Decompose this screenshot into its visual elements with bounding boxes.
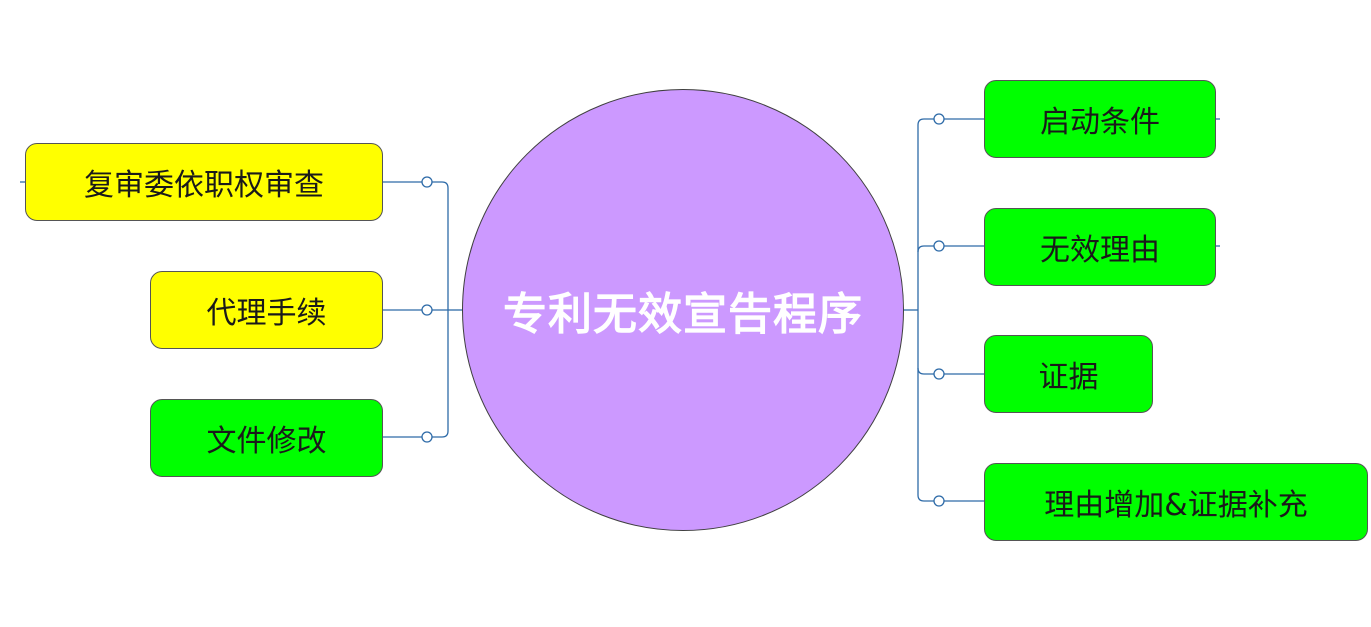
connector-knob — [933, 368, 945, 380]
branch-label: 理由增加&证据补充 — [1044, 488, 1308, 523]
branch-agency-procedures[interactable]: 代理手续 — [150, 271, 383, 349]
left-branch-line — [383, 430, 449, 438]
connector-knob — [421, 304, 433, 316]
branch-label: 代理手续 — [206, 296, 327, 331]
branch-start-conditions[interactable]: 启动条件 — [984, 80, 1216, 158]
left-branch-line — [383, 181, 449, 189]
branch-label: 文件修改 — [206, 424, 327, 459]
connector-knob — [933, 113, 945, 125]
branch-grounds-evidence-supplement[interactable]: 理由增加&证据补充 — [984, 463, 1368, 541]
right-branch-line — [917, 245, 984, 253]
connector-knob — [933, 240, 945, 252]
branch-label: 证据 — [1038, 360, 1099, 395]
connector-knob — [421, 176, 433, 188]
connector-knob — [421, 431, 433, 443]
right-branch-line — [917, 494, 984, 502]
branch-label: 无效理由 — [1040, 233, 1160, 268]
connector-knob — [933, 495, 945, 507]
branch-review-ex-officio[interactable]: 复审委依职权审查 — [25, 143, 383, 221]
branch-label: 启动条件 — [1040, 105, 1160, 140]
central-topic-label: 专利无效宣告程序 — [503, 289, 863, 340]
branch-document-amendment[interactable]: 文件修改 — [150, 399, 383, 477]
central-topic[interactable]: 专利无效宣告程序 — [462, 89, 904, 531]
right-branch-line — [917, 118, 984, 126]
branch-evidence[interactable]: 证据 — [984, 335, 1153, 413]
branch-label: 复审委依职权审查 — [84, 168, 324, 203]
right-branch-line — [917, 367, 984, 375]
branch-invalidity-grounds[interactable]: 无效理由 — [984, 208, 1216, 286]
